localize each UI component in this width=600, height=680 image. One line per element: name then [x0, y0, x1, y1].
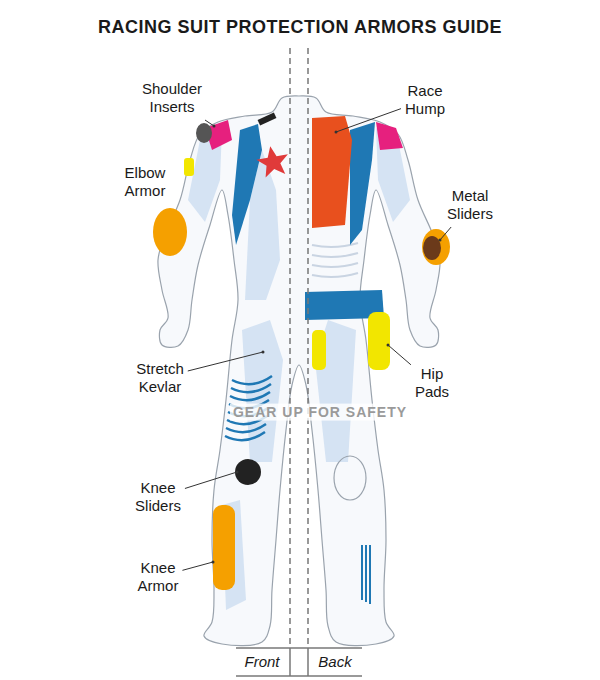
shoulder-yellow-insert [184, 158, 194, 176]
view-frame [236, 648, 362, 676]
title: RACING SUIT PROTECTION ARMORS GUIDE [98, 17, 502, 39]
hip-pad [312, 312, 390, 370]
view-frame [236, 675, 362, 677]
knee-slider [235, 459, 261, 485]
hip-pad [312, 330, 326, 370]
view-frame [236, 647, 362, 649]
shoulder-insert [196, 123, 212, 143]
brand-star [254, 143, 291, 178]
shin-stripes [369, 545, 371, 604]
view-label: Back [318, 653, 351, 671]
stretch-kevlar [231, 384, 271, 392]
back-stripes [312, 243, 358, 277]
hip-pad [368, 312, 390, 370]
leader-line [188, 352, 263, 371]
stretch-kevlar [230, 392, 270, 400]
part-label: Knee Sliders [135, 479, 181, 515]
leader-line [205, 120, 214, 126]
racing-suit [153, 96, 450, 646]
race-hump [312, 116, 352, 228]
metal-slider [422, 229, 450, 265]
part-label: Knee Armor [138, 559, 179, 595]
back-knee-panel [334, 456, 366, 500]
center-divider [289, 48, 291, 648]
leader-line [388, 345, 411, 365]
elbow-armor [153, 208, 187, 256]
suit-panel [188, 128, 410, 610]
suit-outline [158, 96, 440, 646]
watermark: GEAR UP FOR SAFETY [230, 404, 410, 421]
part-label: Shoulder Inserts [142, 80, 202, 116]
back-stripes [312, 253, 358, 257]
shoulder-insert [196, 120, 403, 150]
blue-stripe [350, 122, 375, 245]
stretch-kevlar [225, 432, 265, 440]
shin-stripes [362, 545, 370, 604]
view-label: Front [244, 653, 279, 671]
view-frame [307, 648, 309, 676]
leader-dot [439, 239, 442, 242]
knee-armor [213, 505, 235, 590]
stretch-kevlar [232, 376, 272, 384]
back-stripes [312, 263, 358, 267]
leader-dot [212, 561, 215, 564]
leader-line [185, 472, 237, 488]
leader-line [182, 562, 213, 570]
leader-dot [236, 471, 239, 474]
part-label: Hip Pads [415, 365, 449, 401]
center-divider [307, 48, 309, 648]
shoulder-insert [376, 122, 403, 150]
stretch-kevlar [226, 424, 266, 432]
shin-stripes [361, 545, 363, 600]
part-label: Elbow Armor [125, 164, 166, 200]
leader-dot [213, 125, 216, 128]
leader-line [336, 109, 401, 132]
metal-slider [422, 229, 450, 265]
center-divider [290, 48, 308, 648]
leader-dot [335, 131, 338, 134]
part-label: Stretch Kevlar [136, 360, 184, 396]
metal-slider [423, 236, 441, 260]
shin-stripes [365, 545, 367, 602]
leader-line [440, 227, 451, 240]
view-frame [289, 648, 291, 676]
leader-dot [387, 344, 390, 347]
brand-logo [258, 112, 277, 125]
back-stripes [312, 273, 358, 277]
leader-dot [262, 351, 265, 354]
blue-stripe [232, 124, 262, 245]
leader-line [182, 109, 451, 571]
part-label: Race Hump [405, 82, 445, 118]
part-label: Metal Sliders [447, 187, 493, 223]
